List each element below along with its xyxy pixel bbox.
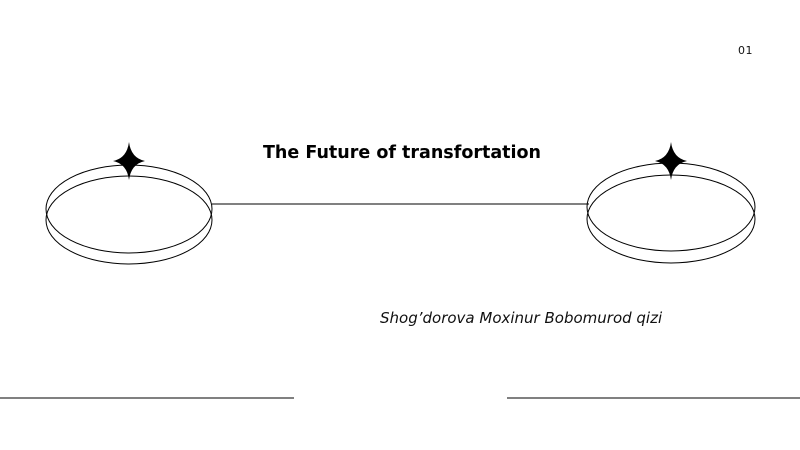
sparkle-star-left-icon — [113, 142, 145, 180]
slide-title: The Future of transfortation — [263, 143, 542, 163]
slide-number: 01 — [738, 44, 753, 57]
sparkle-star-right-icon — [655, 142, 687, 180]
author-name: Shog’dorova Moxinur Bobomurod qizi — [380, 309, 663, 327]
